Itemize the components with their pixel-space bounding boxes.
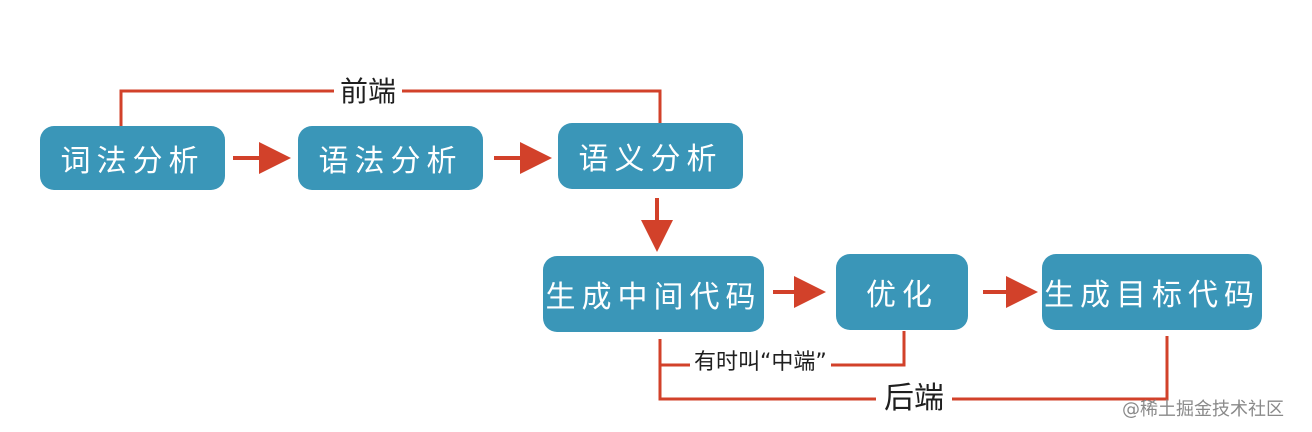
generate-target-code-box: 生成目标代码 [1042, 254, 1262, 330]
middle-end-label: 有时叫“中端” [690, 352, 831, 374]
watermark: @稀土掘金技术社区 [1122, 399, 1284, 420]
syntax-analysis-box: 语法分析 [298, 126, 483, 190]
semantic-analysis-box: 语义分析 [558, 123, 743, 189]
generate-ir-box: 生成中间代码 [543, 256, 764, 332]
optimize-box: 优化 [836, 254, 968, 330]
lexical-analysis-box: 词法分析 [40, 126, 225, 190]
backend-label: 后端 [876, 384, 952, 414]
frontend-label: 前端 [334, 78, 403, 106]
